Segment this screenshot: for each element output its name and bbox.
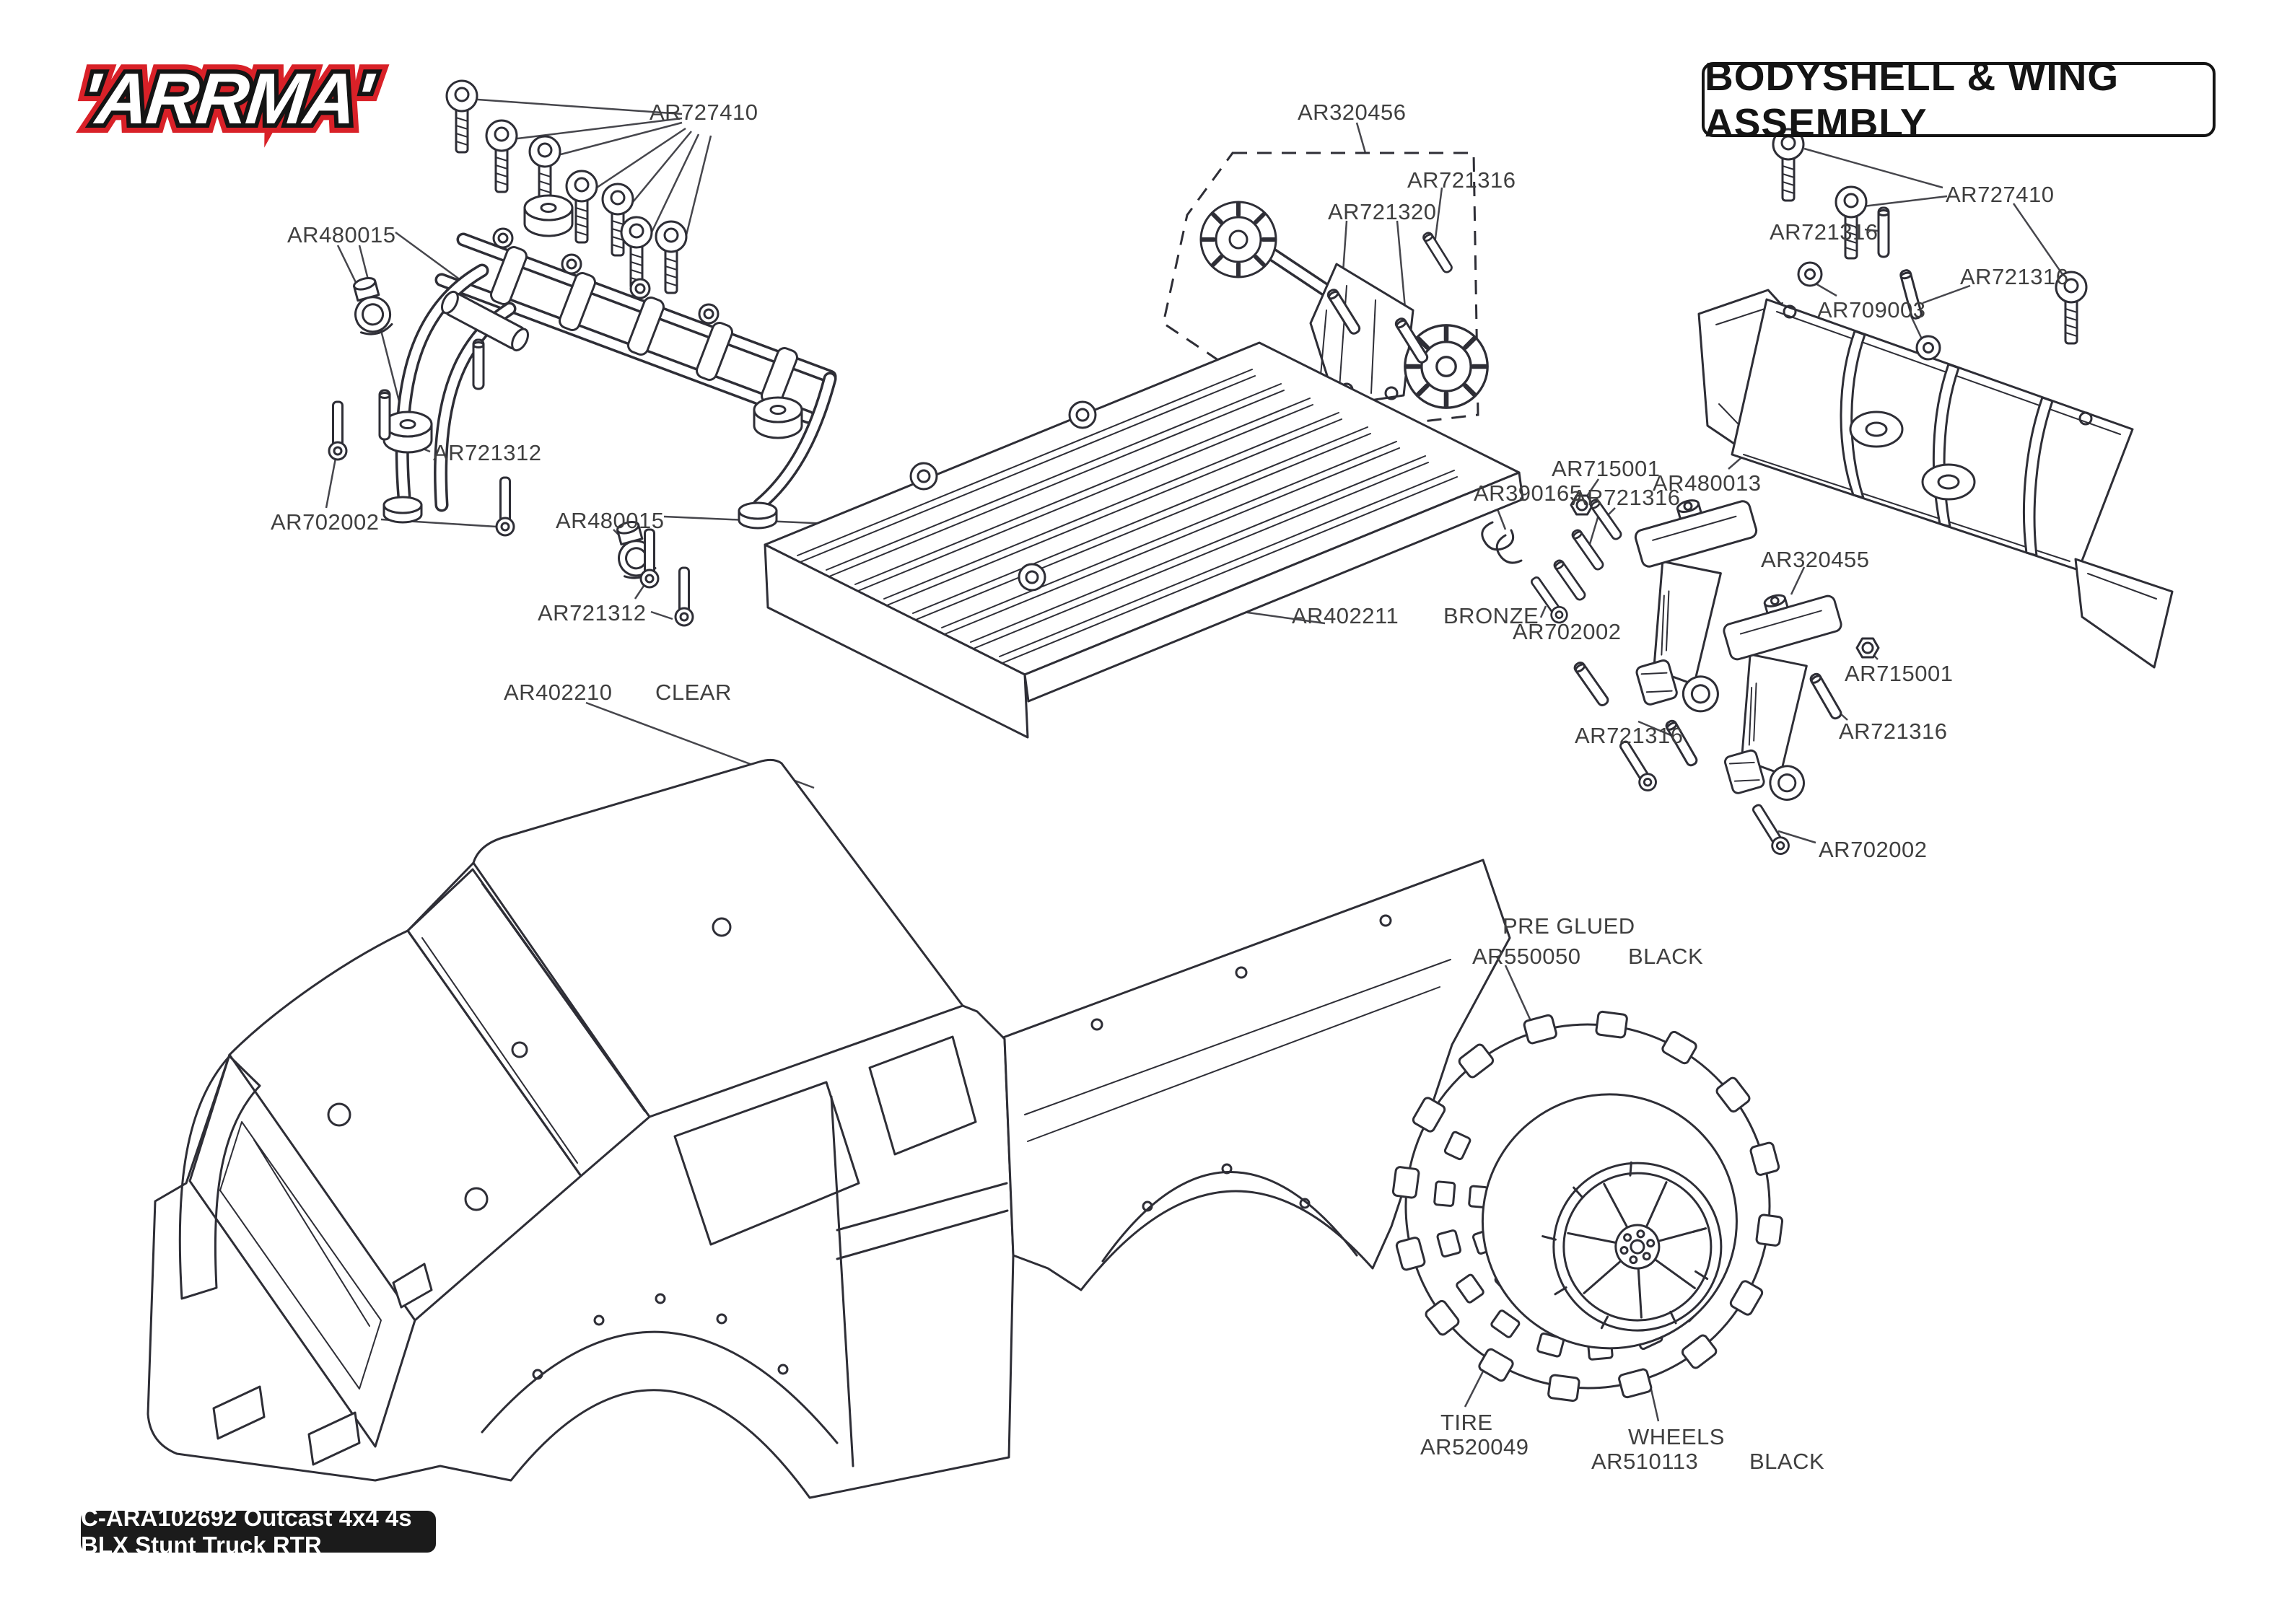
- part-label-ar702002-m1: AR702002: [1513, 619, 1622, 644]
- part-label-ar721312-mid: AR721312: [538, 600, 647, 626]
- part-label-ar727410-right: AR727410: [1946, 182, 2055, 207]
- part-label-ar510113: AR510113: [1591, 1449, 1699, 1474]
- model-label: C-ARA102692 Outcast 4x4 4s BLX Stunt Tru…: [81, 1504, 436, 1558]
- part-label-ar480015-left: AR480015: [287, 222, 396, 247]
- part-label-ar402210: AR402210: [504, 680, 613, 705]
- wheels-word-label: WHEELS: [1628, 1424, 1725, 1449]
- part-label-ar320456: AR320456: [1298, 100, 1407, 125]
- wheel-rim: [1541, 1161, 1723, 1332]
- page-title: BODYSHELL & WING ASSEMBLY: [1702, 54, 2216, 145]
- part-label-ar480013: AR480013: [1653, 470, 1762, 496]
- wheelie-bar-assembly: [1162, 152, 1487, 434]
- tire-set-color-label: BLACK: [1628, 944, 1704, 969]
- arrma-logo: 'ARRMA' 'ARRMA' 'ARRMA': [68, 49, 419, 159]
- part-label-ar709003: AR709003: [1817, 297, 1926, 322]
- logo-text: 'ARRMA': [77, 58, 374, 139]
- part-label-ar721316-m3: AR721316: [1575, 723, 1684, 748]
- part-label-ar721312-left: AR721312: [433, 440, 542, 465]
- part-label-ar721316-m1: AR721316: [1572, 485, 1681, 510]
- body-clip-drawing: [1481, 521, 1523, 564]
- part-label-ar320455: AR320455: [1761, 547, 1870, 572]
- part-label-ar727410-top: AR727410: [650, 100, 758, 125]
- part-label-ar721316-w2: AR721316: [1960, 264, 2069, 289]
- part-label-clear: CLEAR: [655, 680, 732, 705]
- part-label-ar520049: AR520049: [1420, 1434, 1529, 1460]
- part-label-ar715001-b: AR715001: [1845, 661, 1954, 686]
- part-label-ar721316-m2: AR721316: [1839, 719, 1948, 744]
- rollbar-assembly: [328, 194, 987, 627]
- wing-mount-assembly: [1481, 483, 1885, 859]
- tire-wheel-drawing: [1391, 1010, 1784, 1403]
- part-label-ar715001-a: AR715001: [1552, 456, 1661, 481]
- part-label-ar721316-w1: AR721316: [1770, 219, 1879, 245]
- part-label-ar721316-box: AR721316: [1407, 167, 1516, 193]
- tire-note-label: PRE GLUED: [1503, 913, 1635, 939]
- bodyshell-drawing: [147, 758, 1511, 1499]
- wing-drawing: [1697, 289, 2174, 669]
- wheels-color-label: BLACK: [1749, 1449, 1825, 1474]
- bed-deck-drawing: [764, 341, 1524, 739]
- part-label-bronze: BRONZE: [1443, 603, 1539, 628]
- part-label-ar550050: AR550050: [1472, 944, 1581, 969]
- part-label-ar480015-mid: AR480015: [556, 508, 665, 533]
- part-label-ar702002-left: AR702002: [271, 509, 380, 535]
- part-label-ar721320: AR721320: [1328, 199, 1437, 224]
- part-label-ar702002-m2: AR702002: [1819, 837, 1928, 862]
- tire-word-label: TIRE: [1440, 1410, 1493, 1435]
- part-label-ar390165: AR390165: [1474, 480, 1583, 506]
- part-label-ar402211: AR402211: [1292, 603, 1399, 628]
